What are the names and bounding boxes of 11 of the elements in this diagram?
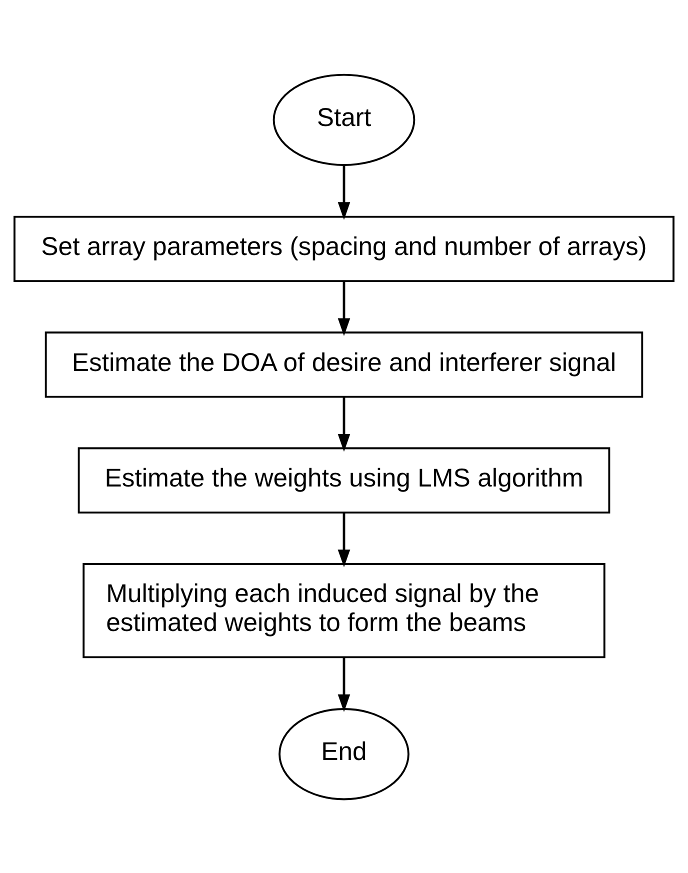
arrow [338,512,350,567]
node-box: Multiplying each induced signal by the estimated weights to form the beams [82,562,606,658]
node-ellipse: Start [272,73,416,166]
arrow [338,280,350,336]
node-box: Estimate the DOA of desire and interferer signal [44,331,644,398]
node-ellipse: End [278,708,410,800]
arrow [338,165,350,220]
arrow [338,656,350,712]
node-box: Estimate the weights using LMS algorithm [78,446,610,513]
arrow [338,396,350,452]
node-box: Set array parameters (spacing and number of arrays) [14,215,674,282]
